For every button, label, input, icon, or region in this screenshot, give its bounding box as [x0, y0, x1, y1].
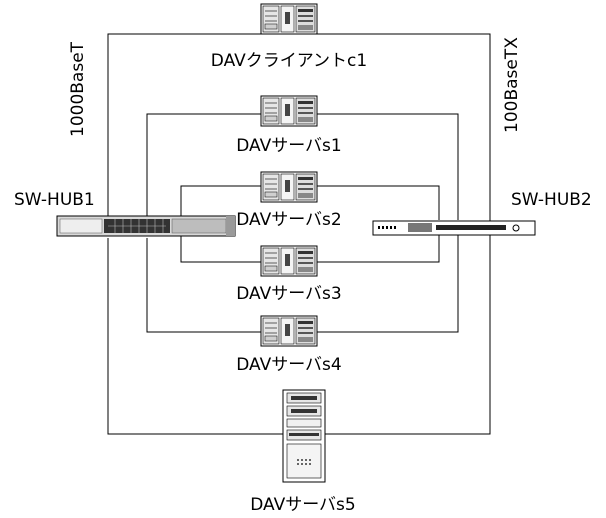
link-label-left: 1000BaseT — [68, 42, 88, 137]
link-label-right: 100BaseTX — [502, 37, 522, 133]
tower-server-icon-s5 — [283, 390, 325, 482]
switch-hub1 — [57, 216, 235, 236]
link-s1-hub2 — [317, 114, 458, 220]
computer-icon-c1 — [261, 4, 317, 34]
node-label-c1: DAVクライアントc1 — [211, 51, 367, 71]
node-label-s1: DAVサーバs1 — [236, 136, 341, 156]
link-s5-hub2 — [325, 234, 490, 434]
computer-icon-s3 — [261, 246, 317, 276]
computer-icon-s1 — [261, 96, 317, 126]
computer-icon-s2 — [261, 172, 317, 202]
switch-label-hub1: SW-HUB1 — [14, 190, 95, 210]
node-label-s4: DAVサーバs4 — [236, 355, 341, 375]
link-hub1-s3 — [181, 234, 261, 262]
node-label-s3: DAVサーバs3 — [236, 284, 341, 304]
node-label-s5: DAVサーバs5 — [250, 495, 355, 515]
link-hub1-s5 — [108, 238, 283, 434]
switch-label-hub2: SW-HUB2 — [511, 190, 592, 210]
computer-icon-s4 — [261, 316, 317, 346]
link-s3-hub2 — [317, 234, 439, 262]
link-hub1-s1 — [147, 114, 261, 218]
link-s4-hub2 — [317, 234, 458, 332]
switch-hub2 — [373, 221, 535, 235]
node-label-s2: DAVサーバs2 — [236, 210, 341, 230]
